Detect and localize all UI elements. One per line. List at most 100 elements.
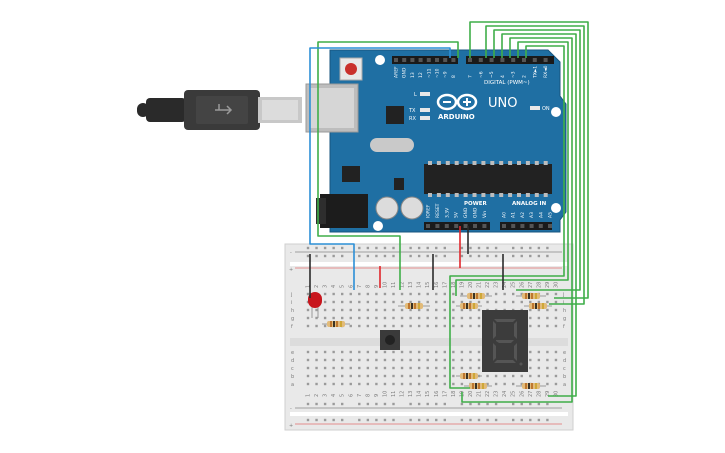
resistor[interactable] [464, 383, 492, 389]
power-pin-label: Vin [482, 211, 488, 218]
resistor[interactable] [524, 303, 552, 309]
column-number: 24 [502, 391, 508, 397]
column-number: 19 [459, 282, 465, 288]
digital-pin[interactable] [426, 58, 431, 62]
digital-pin-label: ~11 [426, 68, 432, 78]
rx-led [420, 116, 430, 120]
tx-label: TX [408, 108, 416, 114]
digital-pin[interactable] [468, 58, 472, 62]
pushbutton[interactable] [380, 330, 400, 350]
digital-header-label: DIGITAL (PWM~) [484, 80, 530, 86]
resistor[interactable] [460, 293, 492, 299]
resistor[interactable] [322, 321, 350, 327]
power-pin[interactable] [454, 224, 459, 228]
row-letter: a [291, 382, 294, 388]
row-letter: e [563, 350, 566, 356]
power-pin[interactable] [426, 224, 430, 228]
wire-green-7[interactable] [449, 45, 565, 389]
wire-blue[interactable] [309, 47, 451, 290]
power-pin[interactable] [482, 224, 487, 228]
column-number: 30 [553, 391, 559, 397]
analog-pin-label: A1 [511, 212, 517, 218]
resistor[interactable] [398, 303, 430, 309]
analog-pin[interactable] [548, 224, 552, 228]
wire-green-3[interactable] [493, 29, 581, 291]
row-letter: f [563, 324, 565, 330]
power-pin[interactable] [473, 224, 477, 228]
analog-pin[interactable] [511, 224, 516, 228]
digital-pin[interactable] [500, 58, 505, 62]
column-number: 2 [314, 394, 320, 397]
red-led[interactable] [308, 292, 322, 318]
digital-pin[interactable] [394, 58, 398, 62]
column-number: 29 [545, 282, 551, 288]
column-number: 28 [536, 391, 542, 397]
resistor[interactable] [456, 303, 482, 309]
column-number: 25 [511, 282, 517, 288]
row-letter: c [563, 366, 566, 372]
column-number: 16 [434, 282, 440, 288]
column-number: 1 [306, 394, 312, 397]
digital-pin-label: ~5 [489, 71, 495, 78]
column-number: 9 [374, 394, 380, 397]
analog-pin[interactable] [502, 224, 506, 228]
column-number: 13 [408, 391, 414, 397]
digital-pin[interactable] [451, 58, 456, 62]
wire-green-5[interactable] [461, 37, 573, 403]
column-number: 8 [365, 394, 371, 397]
digital-pin[interactable] [478, 58, 483, 62]
l-led [420, 92, 430, 96]
row-letter: g [291, 316, 294, 322]
column-number: 17 [442, 391, 448, 397]
digital-pin[interactable] [402, 58, 407, 62]
power-pin[interactable] [444, 224, 449, 228]
wire-green-8[interactable] [317, 41, 459, 290]
column-number: 23 [494, 282, 500, 288]
reset-button-cap[interactable] [345, 63, 357, 75]
power-pin-label: GND [463, 207, 469, 218]
column-number: 16 [434, 391, 440, 397]
crystal [370, 138, 414, 152]
column-number: 5 [340, 285, 346, 288]
column-number: 3 [323, 394, 329, 397]
rail-minus-top: - [290, 250, 292, 256]
rail-plus-top: + [289, 267, 293, 273]
digital-pin[interactable] [418, 58, 423, 62]
model-label: UNO [488, 96, 517, 111]
resistor[interactable] [456, 373, 482, 379]
wire-green-4[interactable] [501, 33, 577, 397]
seven-segment-display[interactable] [482, 310, 528, 372]
analog-pin[interactable] [520, 224, 525, 228]
digital-pin[interactable] [532, 58, 537, 62]
l-label: L [414, 92, 417, 98]
digital-pin-label: 8 [451, 75, 457, 78]
digital-pin[interactable] [489, 58, 494, 62]
column-number: 26 [519, 282, 525, 288]
column-number: 25 [511, 391, 517, 397]
digital-pin[interactable] [410, 58, 415, 62]
resistor[interactable] [516, 383, 546, 389]
row-letter: h [563, 308, 566, 314]
atmega-chip [424, 164, 552, 194]
power-pin-label: GND [473, 207, 479, 218]
analog-pin[interactable] [529, 224, 534, 228]
digital-pin-label: TX►1 [532, 66, 538, 79]
digital-pin[interactable] [435, 58, 439, 62]
analog-pin[interactable] [538, 224, 543, 228]
digital-pin[interactable] [511, 58, 516, 62]
resistor[interactable] [516, 293, 546, 299]
power-pin[interactable] [463, 224, 468, 228]
usb-chip [386, 106, 404, 124]
digital-pin[interactable] [543, 58, 548, 62]
digital-pin[interactable] [443, 58, 448, 62]
column-number: 10 [382, 391, 388, 397]
row-letter: f [291, 324, 293, 330]
power-pin[interactable] [435, 224, 440, 228]
digital-pin-label: GND [402, 67, 408, 78]
digital-header-right [466, 56, 554, 64]
wire-green-6[interactable] [455, 41, 569, 296]
digital-pin[interactable] [522, 58, 526, 62]
row-letter: j [562, 292, 564, 298]
column-number: 22 [485, 282, 491, 288]
